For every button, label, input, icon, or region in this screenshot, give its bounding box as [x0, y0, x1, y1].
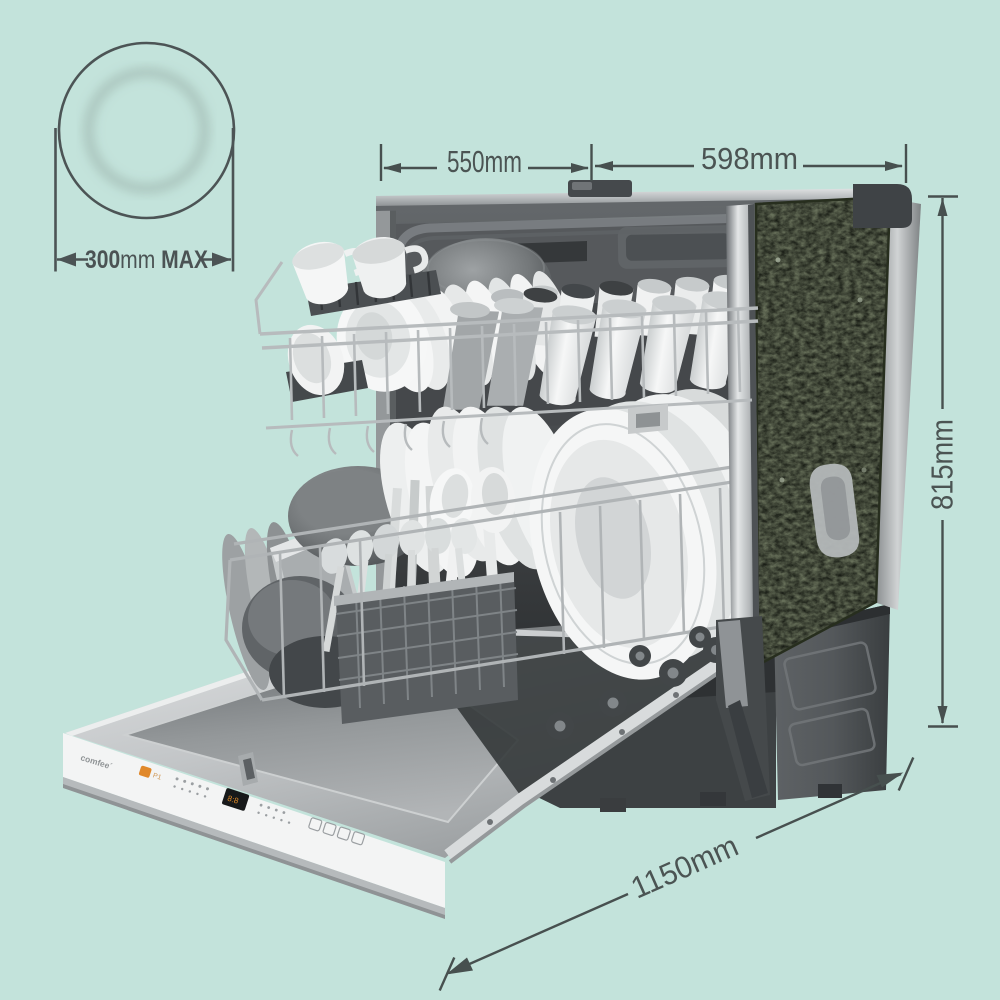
- svg-text:P1: P1: [152, 772, 162, 781]
- svg-text:300mm MAX: 300mm MAX: [85, 246, 208, 274]
- svg-text:550mm: 550mm: [447, 145, 522, 179]
- svg-text:598mm: 598mm: [701, 142, 798, 176]
- svg-text:815mm: 815mm: [926, 419, 960, 510]
- svg-text:8:8: 8:8: [226, 794, 240, 806]
